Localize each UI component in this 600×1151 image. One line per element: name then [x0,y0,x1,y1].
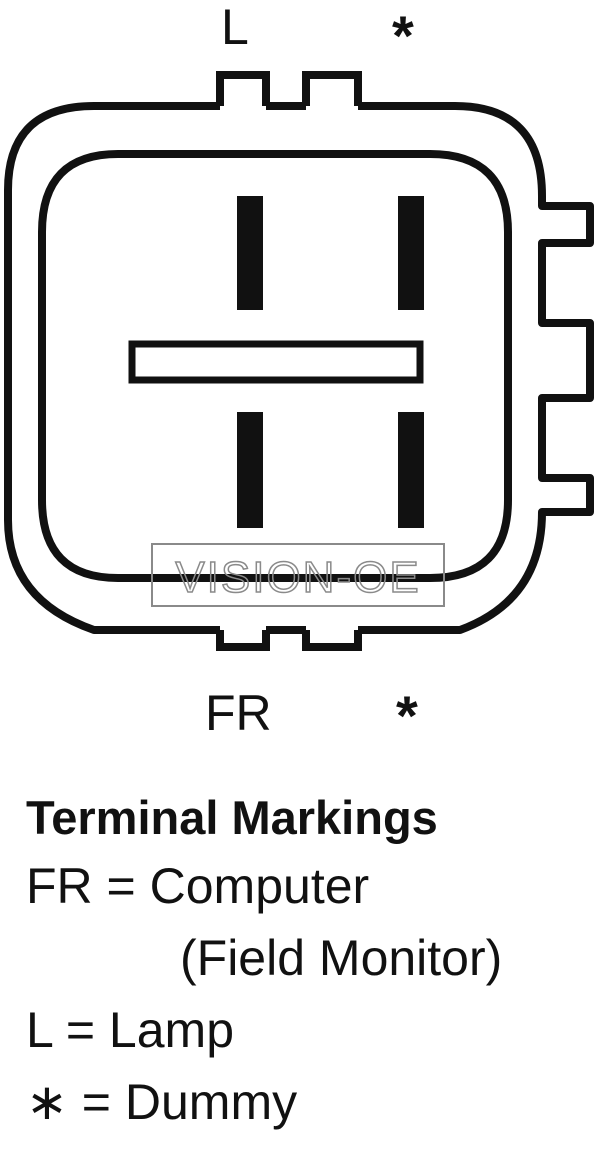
terminal-label-dummy-top: * [392,4,414,67]
connector-diagram: VISION-OE L * FR * [4,0,594,747]
legend-line-fr-detail: (Field Monitor) [180,930,503,986]
legend-title: Terminal Markings [26,791,438,844]
top-tab-left [216,71,270,106]
pin-bottom-right [398,412,424,528]
legend-line-dummy: ∗ = Dummy [26,1074,298,1130]
terminal-label-dummy-bottom: * [396,684,418,747]
legend-line-fr: FR = Computer [26,858,370,914]
connector-outline [4,71,594,651]
pin-top-right [398,196,424,310]
pin-bottom-left [237,412,263,528]
terminal-legend: Terminal Markings FR = Computer (Field M… [26,786,596,1138]
bottom-tab-left [216,630,270,651]
connector-outer-housing [4,102,594,634]
top-tab-right [302,71,362,106]
legend-line-l: L = Lamp [26,1002,235,1058]
terminal-label-fr: FR [205,685,272,741]
key-bar [128,340,424,384]
terminal-label-l: L [221,0,249,55]
pin-top-left [237,196,263,310]
bottom-tab-right [302,630,362,651]
